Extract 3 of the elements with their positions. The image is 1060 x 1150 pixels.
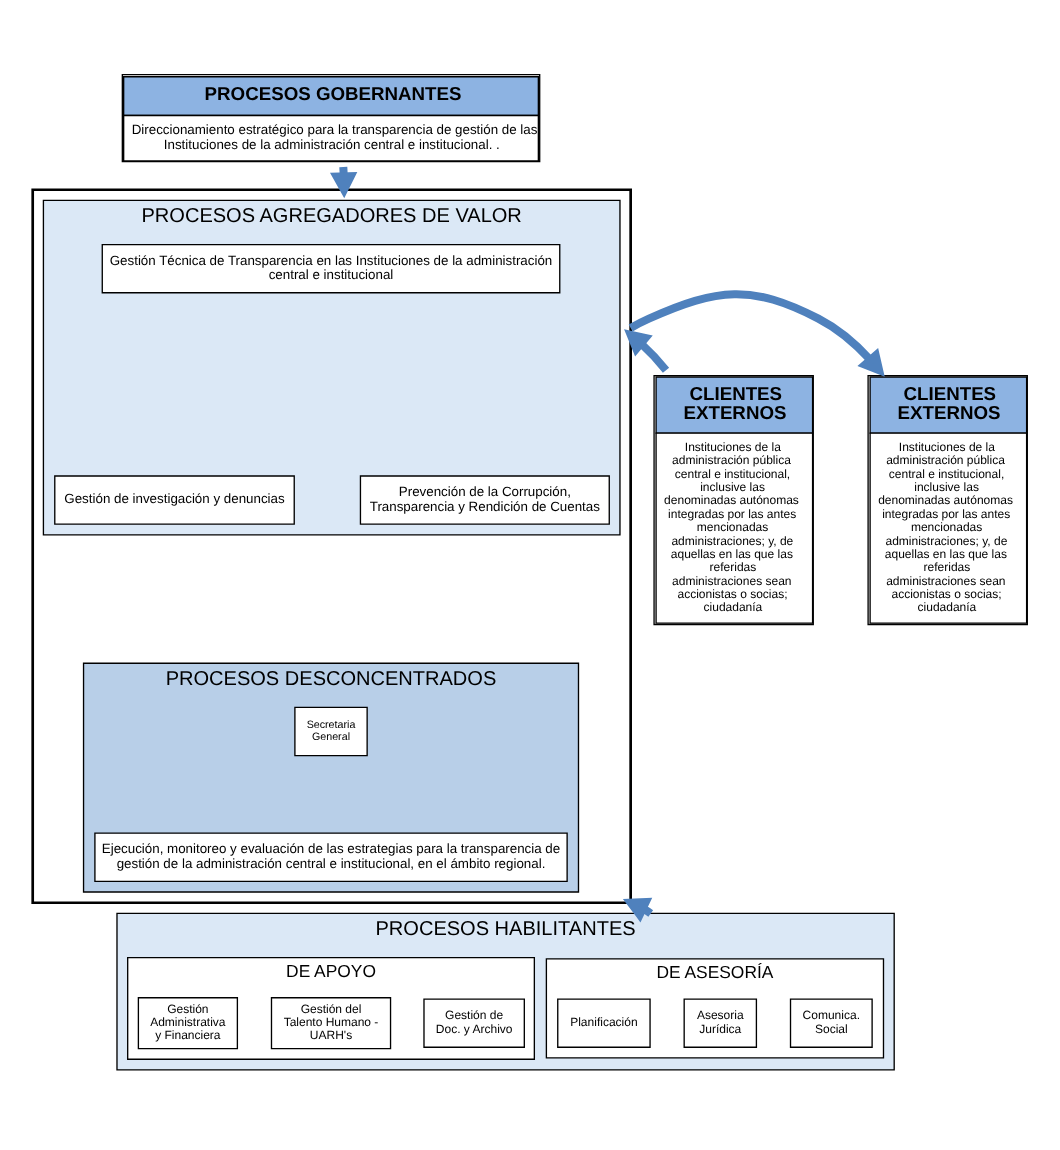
arrow xyxy=(628,290,885,377)
arrow xyxy=(624,329,670,373)
cluster xyxy=(31,188,632,905)
